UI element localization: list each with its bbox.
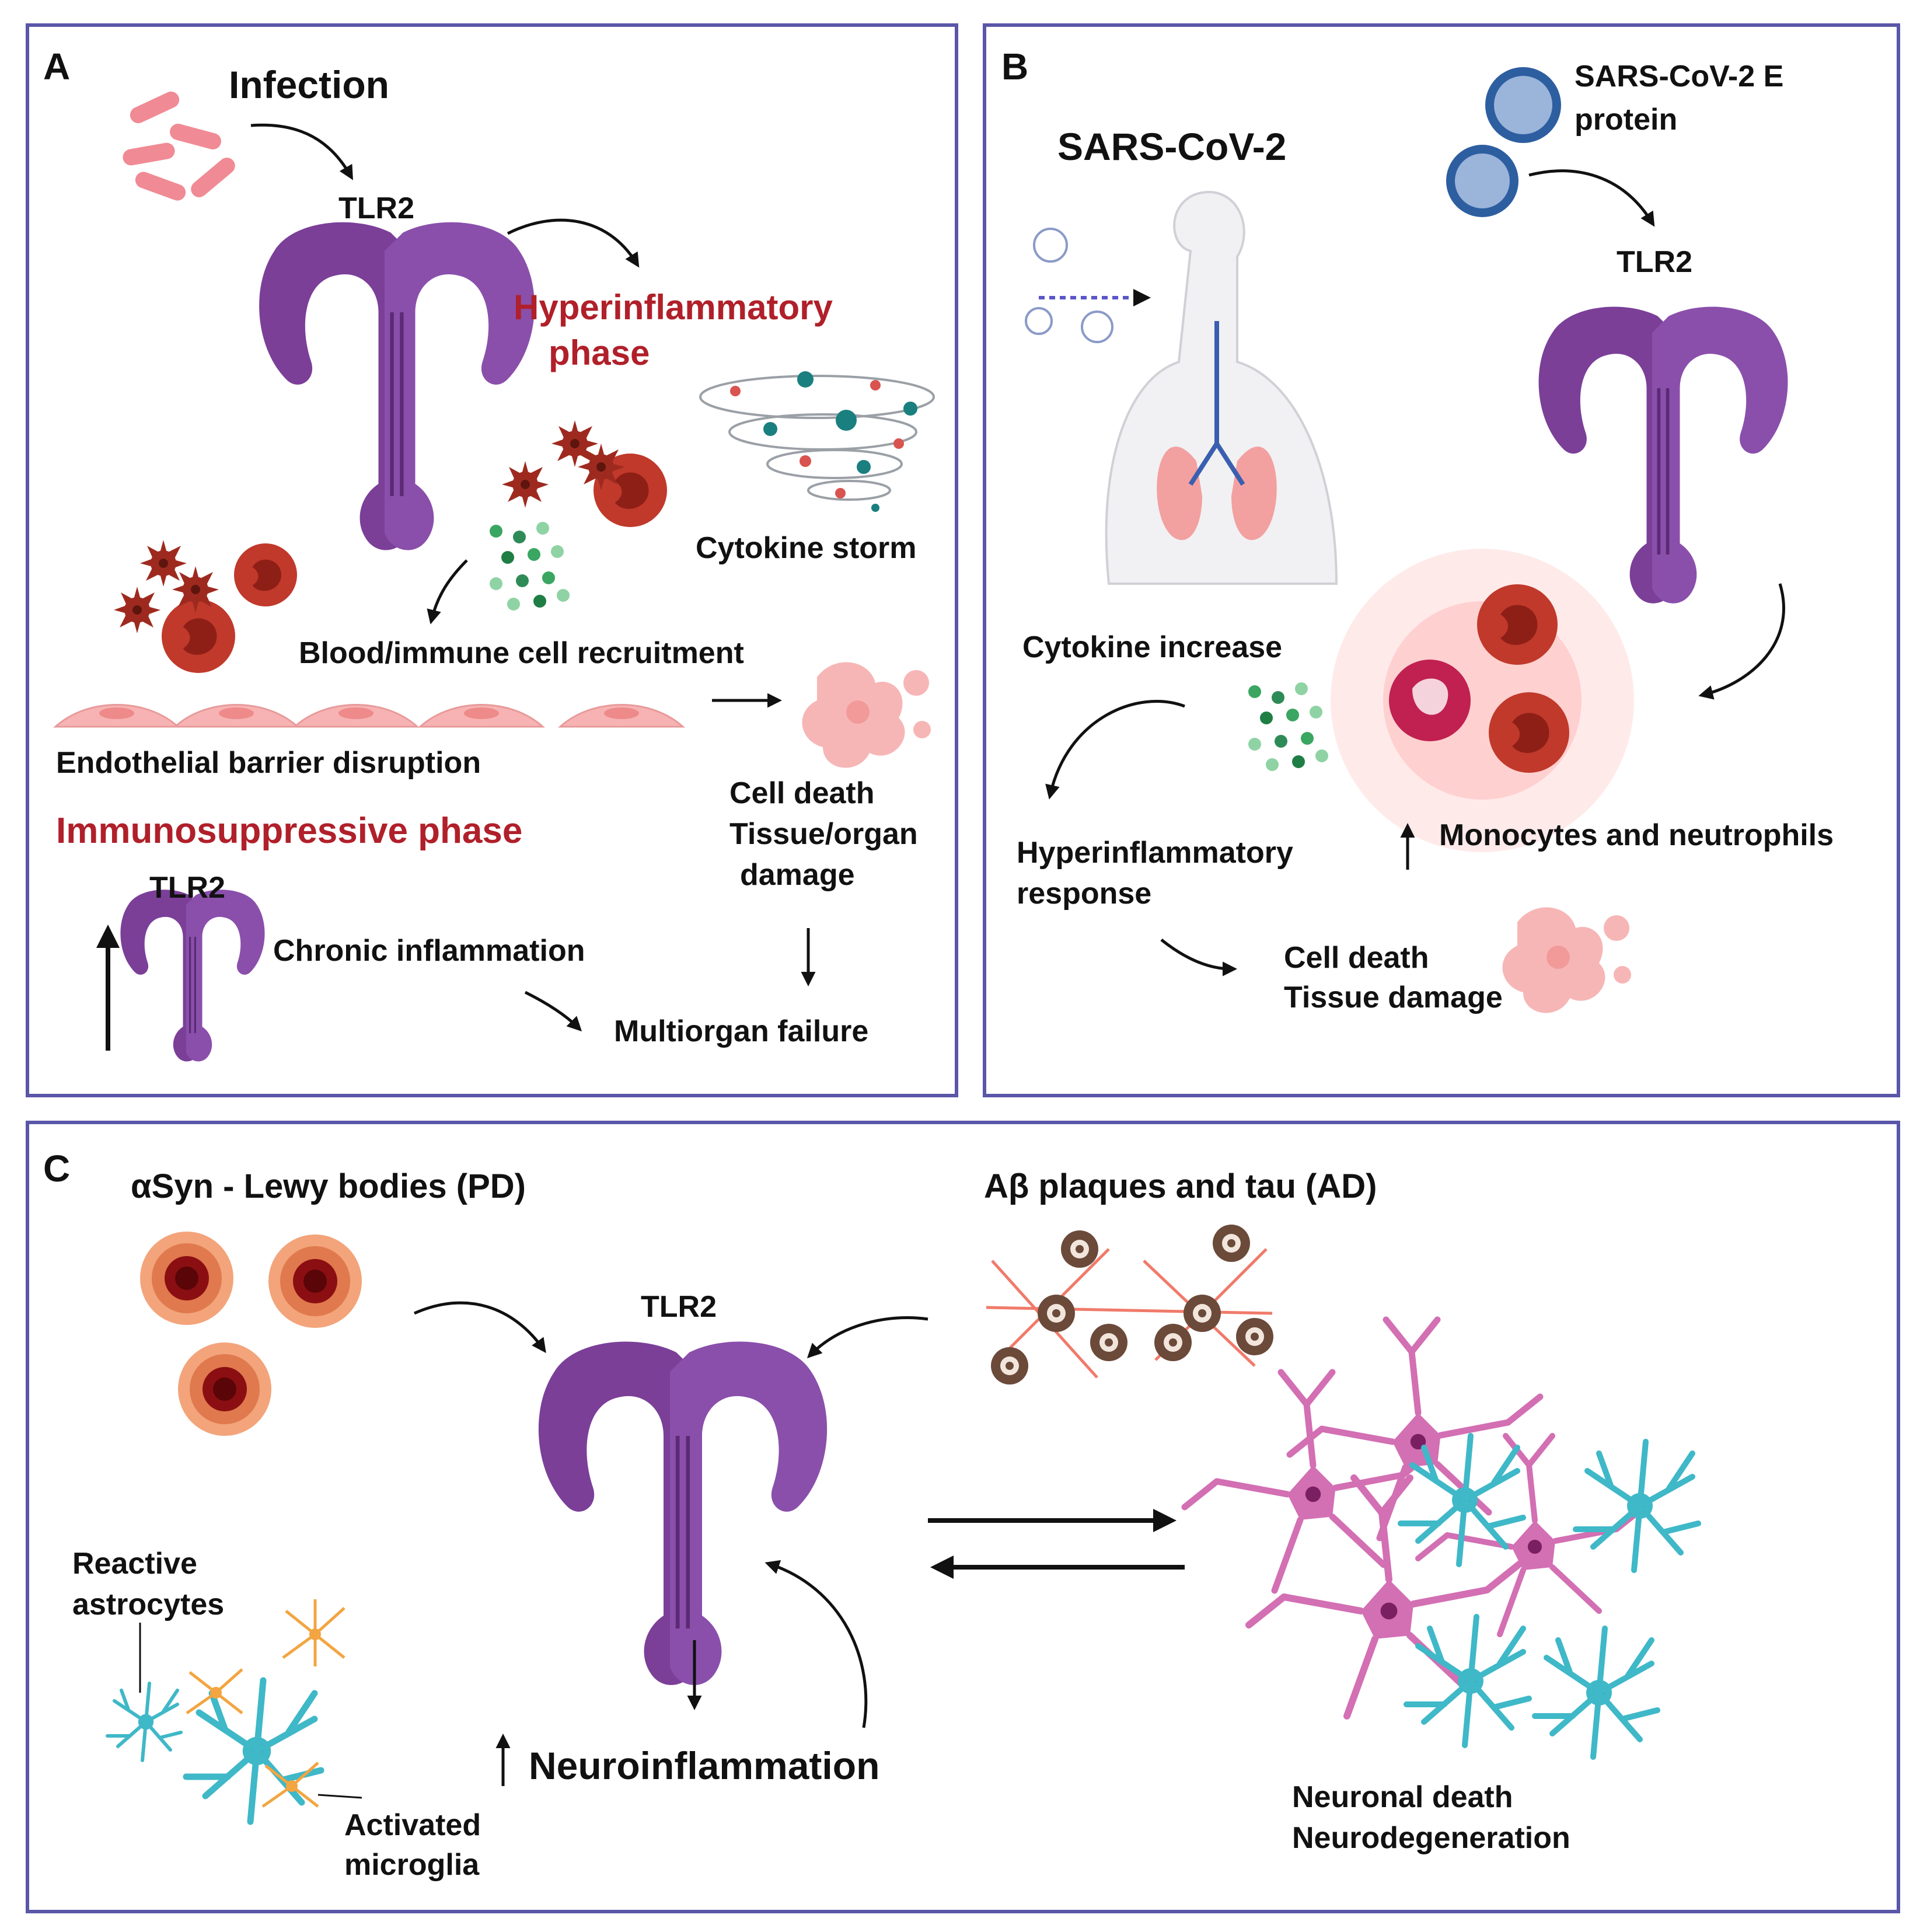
arrow-lewy-tlr2 [413, 1301, 546, 1354]
abeta-label: Aβ plaques and tau (AD) [984, 1167, 1377, 1205]
arrow-eprotein-tlr2 [1528, 169, 1655, 227]
tlr2-receptor-b-icon [1539, 306, 1788, 603]
arrow-infection-tlr2 [250, 123, 353, 180]
monocyte-neutrophil-icon [1389, 584, 1569, 773]
endothelial-label: Endothelial barrier disruption [56, 746, 481, 780]
arrow-plaque-tlr2 [807, 1316, 928, 1359]
tlr2-label-b: TLR2 [1617, 245, 1692, 279]
lungs-icon [1025, 191, 1338, 585]
hyper-response-line2: response [1017, 877, 1152, 911]
endothelial-cell-icon [53, 704, 685, 728]
multiorgan-label: Multiorgan failure [614, 1014, 869, 1048]
panel-b-letter: B [1001, 46, 1029, 88]
tissue-damage-icon [802, 662, 931, 768]
neuronal-death-line1: Neuronal death [1292, 1780, 1513, 1814]
asyn-label: αSyn - Lewy bodies (PD) [131, 1167, 526, 1205]
infection-label: Infection [229, 63, 389, 106]
arrow-to-hyper-response [1045, 700, 1185, 800]
cytokine-dots-a [490, 522, 570, 611]
tlr2-label-c: TLR2 [641, 1290, 717, 1324]
cell-death-b-line2: Tissue damage [1284, 981, 1503, 1014]
astrocyte-icon [107, 1436, 1698, 1822]
monocytes-label: Monocytes and neutrophils [1439, 818, 1834, 852]
neuronal-death-line2: Neurodegeneration [1292, 1821, 1570, 1855]
tlr2-label-a: TLR2 [338, 191, 414, 225]
cell-death-a-line1: Cell death [729, 776, 875, 810]
arrow-to-cell-death-b [1160, 939, 1237, 977]
reactive-line2: astrocytes [72, 1588, 225, 1621]
cytokine-increase-label: Cytokine increase [1022, 630, 1283, 664]
plaque-icon [986, 1225, 1273, 1385]
arrow-tlr2-cells [1698, 583, 1785, 700]
hyper-phase-line2: phase [549, 333, 650, 372]
pointer-activated-microglia [317, 1794, 362, 1799]
arrow-recruitment [427, 559, 468, 625]
tlr2-small-label: TLR2 [149, 871, 225, 905]
arrow-to-multiorgan [524, 991, 582, 1032]
cytokine-storm-icon [699, 371, 935, 512]
panel-a-letter: A [43, 46, 71, 88]
bacteria-icon [123, 91, 235, 201]
microglia-icon [186, 1599, 345, 1808]
eprotein-line2: protein [1575, 103, 1678, 137]
tlr2-receptor-icon [259, 222, 535, 550]
immunosuppressive-label: Immunosuppressive phase [56, 811, 523, 851]
chronic-label: Chronic inflammation [273, 934, 585, 968]
recruitment-label: Blood/immune cell recruitment [299, 636, 744, 670]
cell-death-a-line3: damage [740, 858, 855, 892]
reactive-line1: Reactive [72, 1547, 197, 1581]
eprotein-line1: SARS-CoV-2 E [1575, 60, 1784, 93]
neuroinflammation-label: Neuroinflammation [529, 1744, 880, 1787]
tlr2-small-icon [119, 888, 266, 1063]
panel-c-letter: C [43, 1148, 71, 1190]
virus-icon [1446, 67, 1561, 217]
sars-label: SARS-CoV-2 [1057, 125, 1287, 168]
cell-death-b-line1: Cell death [1284, 941, 1429, 975]
activated-line2: microglia [344, 1848, 480, 1882]
hyper-response-line1: Hyperinflammatory [1017, 836, 1293, 870]
cytokine-storm-label: Cytokine storm [696, 531, 917, 565]
neuron-icon [1185, 1320, 1646, 1716]
lewy-body-icon [140, 1232, 362, 1436]
cytokine-dots-b [1248, 682, 1328, 771]
cell-death-a-line2: Tissue/organ [729, 817, 918, 851]
arrow-to-hyper-phase [507, 218, 640, 268]
inflammation-glow [1331, 549, 1634, 852]
tissue-damage-b-icon [1502, 907, 1631, 1013]
arrow-feedback-tlr2 [764, 1560, 868, 1728]
tlr2-receptor-c-icon [539, 1341, 827, 1685]
activated-line1: Activated [344, 1808, 481, 1842]
hyper-phase-line1: Hyperinflammatory [514, 288, 833, 327]
